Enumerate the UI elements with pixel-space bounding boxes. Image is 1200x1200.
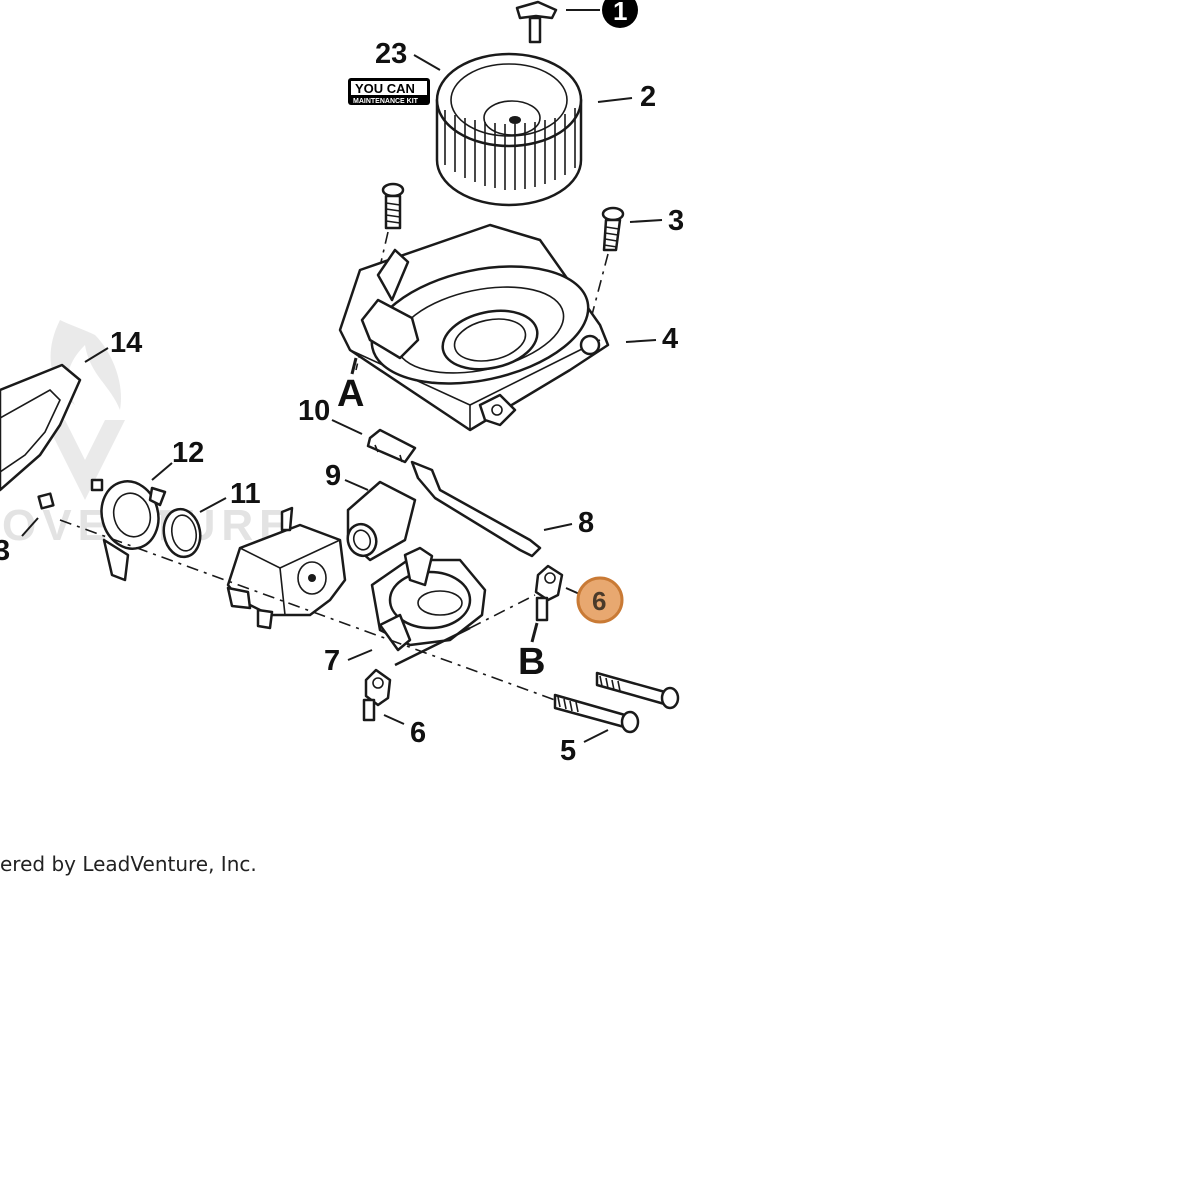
callout-2[interactable]: 2 bbox=[640, 81, 656, 113]
callout-5[interactable]: 5 bbox=[560, 735, 576, 767]
part-4-filter-base bbox=[338, 223, 657, 432]
callout-4[interactable]: 4 bbox=[662, 323, 678, 355]
part-12-flange bbox=[90, 462, 173, 582]
maintenance-kit-badge: YOU CAN MAINTENANCE KIT bbox=[348, 78, 430, 105]
callout-12[interactable]: 12 bbox=[172, 437, 204, 469]
part-3-screw-right bbox=[601, 206, 663, 252]
guide-line-bolts bbox=[389, 639, 556, 701]
part-6-fitting-upper bbox=[534, 564, 585, 622]
kit-badge-line1: YOU CAN bbox=[355, 81, 415, 96]
callout-1[interactable]: 1 bbox=[613, 0, 627, 26]
part-7-manifold bbox=[347, 546, 487, 667]
part-6-fitting-lower bbox=[362, 668, 405, 725]
callout-23[interactable]: 23 bbox=[375, 38, 407, 70]
callout-6-lower[interactable]: 6 bbox=[410, 717, 426, 749]
reference-letter-b[interactable]: B bbox=[518, 641, 545, 683]
part-13-nut bbox=[21, 492, 55, 537]
part-3-screw-left bbox=[381, 182, 405, 230]
carburetor bbox=[226, 506, 347, 630]
part-1-wing-nut bbox=[515, 0, 600, 44]
callout-14[interactable]: 14 bbox=[110, 327, 142, 359]
part-9-sleeve bbox=[344, 479, 417, 562]
callout-11[interactable]: 11 bbox=[230, 478, 261, 510]
part-14-cover bbox=[0, 347, 109, 492]
callout-6-highlighted[interactable]: 6 bbox=[592, 586, 606, 616]
callout-1-badge[interactable] bbox=[602, 0, 638, 28]
reference-letter-a[interactable]: A bbox=[337, 373, 364, 415]
kit-badge-line2: MAINTENANCE KIT bbox=[353, 98, 419, 105]
guide-line-b bbox=[469, 594, 536, 629]
part-2-air-filter bbox=[435, 52, 633, 207]
callout-7[interactable]: 7 bbox=[324, 645, 340, 677]
callout-13-partial[interactable]: 3 bbox=[0, 535, 10, 567]
part-11-ring bbox=[162, 497, 227, 559]
callout-3-right[interactable]: 3 bbox=[668, 205, 684, 237]
footer-credit: ered by LeadVenture, Inc. bbox=[0, 852, 257, 876]
callout-8[interactable]: 8 bbox=[578, 507, 594, 539]
part-5-bolts bbox=[553, 671, 680, 743]
guide-line-assembly bbox=[59, 519, 391, 641]
part-10-connector bbox=[331, 419, 417, 464]
callout-9[interactable]: 9 bbox=[325, 460, 341, 492]
callout-6-highlight[interactable] bbox=[576, 576, 624, 624]
part-8-throttle-rod bbox=[410, 460, 573, 558]
callout-10[interactable]: 10 bbox=[298, 395, 330, 427]
